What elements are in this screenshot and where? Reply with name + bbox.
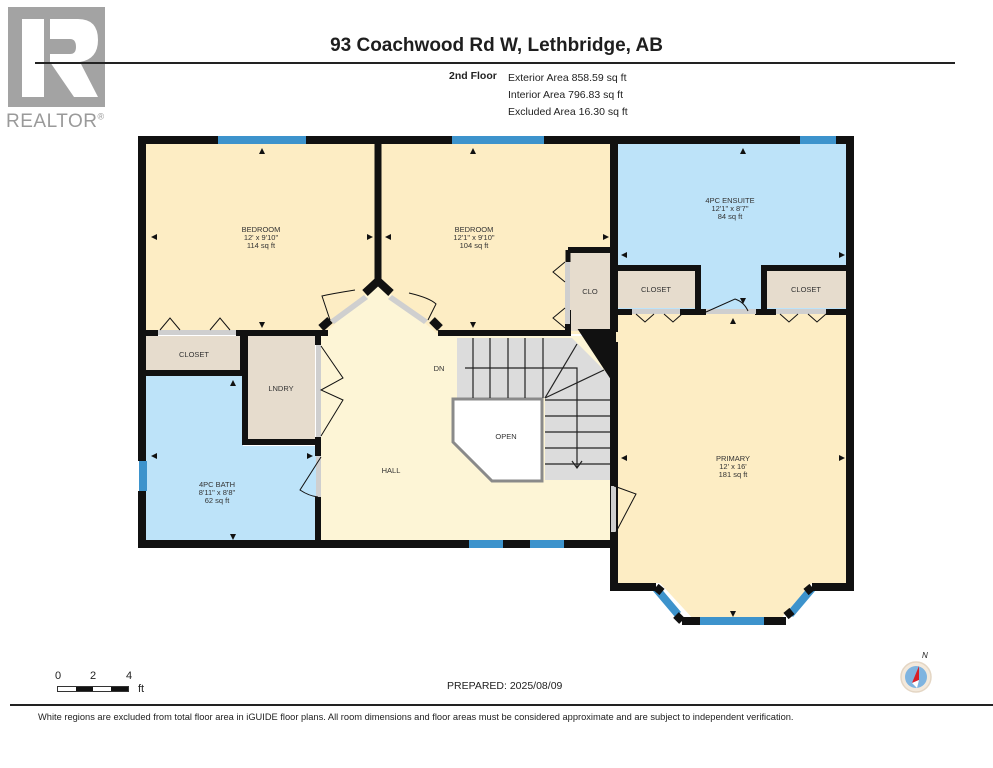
window-bedroom-middle	[452, 136, 544, 144]
ensuite-area-text: 84 sq ft	[718, 212, 744, 221]
floor-label: 2nd Floor	[449, 70, 497, 82]
stairs-down-label: DN	[434, 364, 445, 373]
bedroom-left-area	[146, 143, 376, 334]
stairs-area	[457, 338, 610, 480]
realtor-wordmark: REALTOR®	[6, 111, 105, 132]
ensuite-name: 4PC ENSUITE	[705, 196, 754, 205]
primary-name: PRIMARY	[716, 454, 750, 463]
room-fills	[146, 143, 851, 622]
scale-tick-4: 4	[126, 670, 133, 682]
scale-graphic	[57, 686, 129, 692]
laundry-area	[247, 336, 315, 439]
stairs-icon	[465, 338, 610, 470]
window-ensuite	[800, 136, 836, 144]
property-address-title: 93 Coachwood Rd W, Lethbridge, AB	[330, 35, 663, 56]
closet-ensuite-right-area	[766, 270, 846, 308]
closet-left-label: CLOSET	[179, 350, 209, 359]
exterior-area: Exterior Area 858.59 sq ft	[508, 72, 627, 84]
window-bedroom-left	[218, 136, 306, 144]
disclaimer-text: White regions are excluded from total fl…	[38, 712, 794, 722]
bedroom-middle-area-text: 104 sq ft	[460, 241, 490, 250]
scale-bar: 0 2 4 ft	[55, 670, 155, 700]
bedroom-middle-dims: 12'1" x 9'10"	[453, 233, 494, 242]
room-labels: BEDROOM 12' x 9'10" 114 sq ft BEDROOM 12…	[179, 196, 821, 505]
clo-area	[570, 250, 610, 331]
window-bath	[139, 461, 147, 491]
bath-name: 4PC BATH	[199, 480, 235, 489]
doors	[158, 261, 827, 533]
closet-left-area	[146, 336, 241, 371]
closet-ensuite-left-area	[616, 270, 696, 308]
bedroom-left-area-text: 114 sq ft	[247, 241, 276, 250]
closet-ensuite-right-label: CLOSET	[791, 285, 821, 294]
footer-divider	[10, 704, 993, 706]
realtor-logo	[8, 7, 105, 107]
open-label: OPEN	[495, 432, 516, 441]
window-primary-bay	[700, 617, 764, 625]
prepared-date: PREPARED: 2025/08/09	[447, 680, 563, 692]
bedroom-middle-name: BEDROOM	[455, 225, 494, 234]
realtor-r-icon	[22, 19, 98, 97]
window-hall-1	[469, 540, 503, 548]
bath-area-text: 62 sq ft	[205, 496, 231, 505]
walls	[138, 136, 854, 625]
primary-area-text: 181 sq ft	[719, 470, 749, 479]
compass-north-label: N	[922, 651, 928, 660]
floor-plan: BEDROOM 12' x 9'10" 114 sq ft BEDROOM 12…	[138, 136, 854, 625]
hall-label: HALL	[382, 466, 401, 475]
bedroom-left-dims: 12' x 9'10"	[244, 233, 279, 242]
area-summary: Exterior Area 858.59 sq ft Interior Area…	[508, 70, 628, 121]
ensuite-dims: 12'1" x 8'7"	[712, 204, 749, 213]
bedroom-left-name: BEDROOM	[242, 225, 281, 234]
primary-area	[616, 314, 850, 622]
dimension-markers	[151, 148, 845, 617]
scale-tick-0: 0	[55, 670, 62, 682]
laundry-label: LNDRY	[268, 384, 293, 393]
bath-dims: 8'11" x 8'8"	[199, 488, 236, 497]
scale-tick-2: 2	[90, 670, 97, 682]
clo-label: CLO	[582, 287, 598, 296]
primary-dims: 12' x 16'	[719, 462, 747, 471]
bath-area	[146, 376, 318, 542]
header-divider	[35, 62, 955, 64]
excluded-area: Excluded Area 16.30 sq ft	[508, 106, 628, 118]
closet-ensuite-left-label: CLOSET	[641, 285, 671, 294]
scale-unit: ft	[138, 683, 145, 695]
compass-icon: N	[898, 650, 938, 695]
open-area	[451, 397, 544, 483]
window-hall-2	[530, 540, 564, 548]
interior-area: Interior Area 796.83 sq ft	[508, 89, 623, 101]
